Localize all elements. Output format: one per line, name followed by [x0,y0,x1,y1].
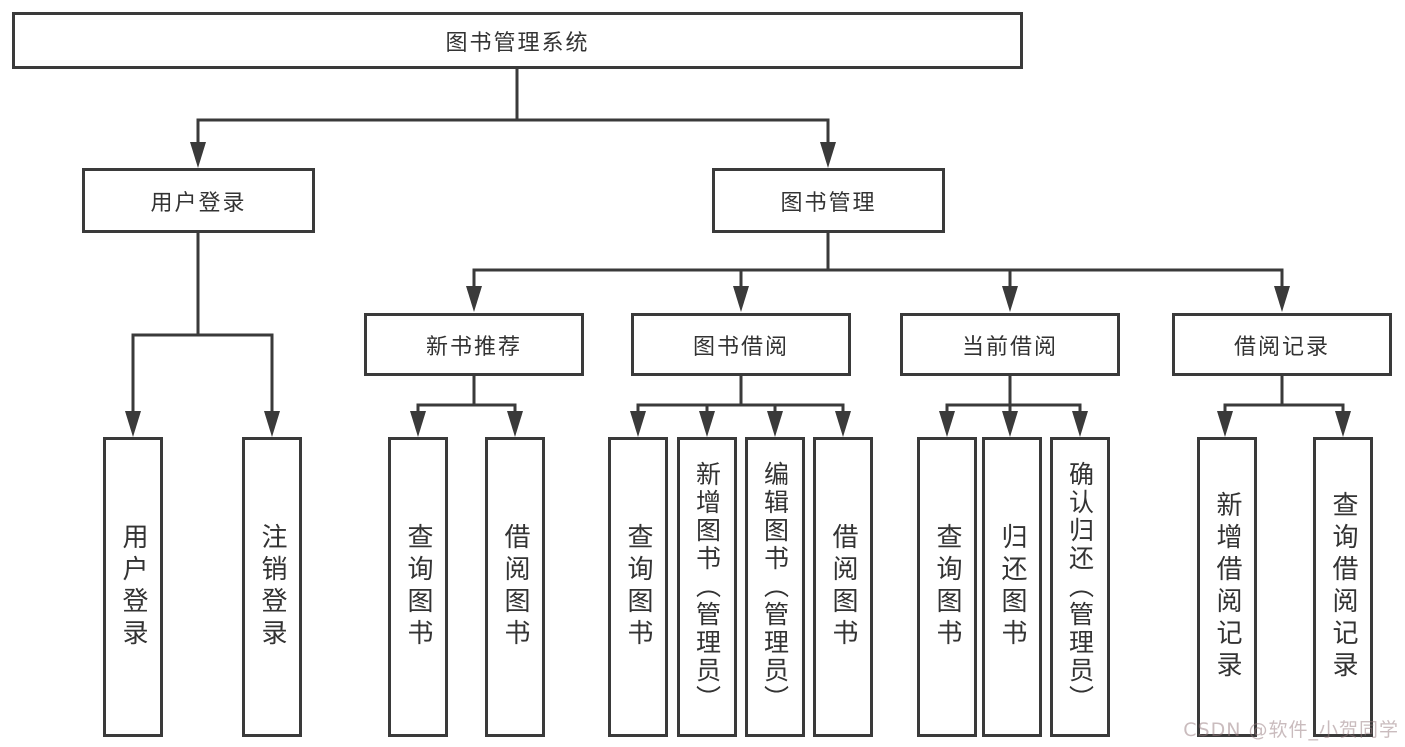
node-new-book-recommend: 新书推荐 [364,313,584,376]
node-book-borrowing: 图书借阅 [631,313,851,376]
node-leaf-query-borrow-record: 查询借阅记录 [1313,437,1373,737]
node-library-management-system: 图书管理系统 [12,12,1023,69]
node-label: 查询借阅记录 [1328,491,1358,683]
node-label: 新增借阅记录 [1212,491,1242,683]
node-book-management: 图书管理 [712,168,945,233]
node-leaf-add-borrow-record: 新增借阅记录 [1197,437,1257,737]
node-label: 用户登录 [118,523,148,651]
node-label: 当前借阅 [961,334,1058,360]
node-leaf-logout: 注销登录 [242,437,302,737]
node-leaf-query-books-recommend: 查询图书 [388,437,448,737]
node-current-borrowing: 当前借阅 [900,313,1120,376]
node-leaf-user-login: 用户登录 [103,437,163,737]
node-label: 新增图书（管理员） [692,461,722,713]
node-label: 查询图书 [403,523,433,651]
node-leaf-edit-books-admin: 编辑图书（管理员） [745,437,805,737]
node-leaf-borrow-books-recommend: 借阅图书 [485,437,545,737]
node-label: 确认归还（管理员） [1065,461,1095,713]
connector-borrowing-to-leaves [636,374,845,416]
node-label: 查询图书 [932,523,962,651]
node-label: 归还图书 [997,523,1027,651]
node-leaf-query-books-current: 查询图书 [917,437,977,737]
node-label: 图书管理系统 [445,30,590,56]
csdn-watermark: CSDN @软件_小贺同学 [1183,719,1399,741]
node-label: 借阅记录 [1233,334,1330,360]
node-label: 新书推荐 [425,334,522,360]
node-user-login: 用户登录 [82,168,315,233]
node-leaf-return-books: 归还图书 [982,437,1042,737]
node-leaf-query-books-borrow: 查询图书 [608,437,668,737]
node-label: 编辑图书（管理员） [760,461,790,713]
connector-records-to-leaves [1223,374,1345,416]
connector-login-to-leaves [131,231,274,416]
connector-management-to-level3 [472,231,1284,292]
node-label: 图书管理 [780,190,877,216]
node-leaf-confirm-return-admin: 确认归还（管理员） [1050,437,1110,737]
node-label: 用户登录 [150,190,247,216]
node-label: 图书借阅 [692,334,789,360]
node-label: 借阅图书 [828,523,858,651]
node-leaf-borrow-books: 借阅图书 [813,437,873,737]
connector-current-to-leaves [945,374,1082,416]
node-label: 注销登录 [257,523,287,651]
connector-root-to-level2 [196,67,830,148]
node-label: 查询图书 [623,523,653,651]
node-leaf-add-books-admin: 新增图书（管理员） [677,437,737,737]
node-label: 借阅图书 [500,523,530,651]
connector-recommend-to-leaves [416,374,517,416]
node-borrowing-records: 借阅记录 [1172,313,1392,376]
